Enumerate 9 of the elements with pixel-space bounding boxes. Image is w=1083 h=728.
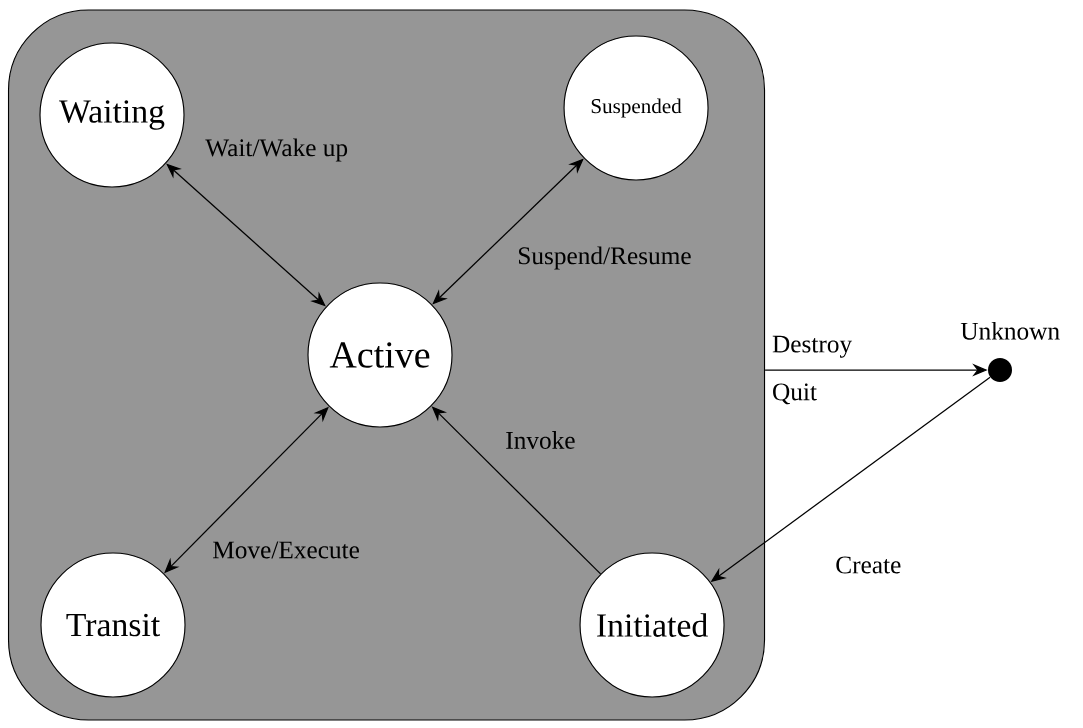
- arrow: [166, 163, 326, 307]
- state-label: Unknown: [960, 321, 1060, 340]
- edge-label: Move/Execute: [213, 541, 359, 559]
- edge-label: Suspend/Resume: [519, 246, 691, 270]
- edge-label: Wait/Wake up: [205, 138, 348, 162]
- arrow: [432, 158, 584, 305]
- edge-label: Create: [836, 556, 901, 574]
- edge-label: Invoke: [506, 431, 575, 449]
- edge-label: Destroy Quit: [772, 335, 853, 405]
